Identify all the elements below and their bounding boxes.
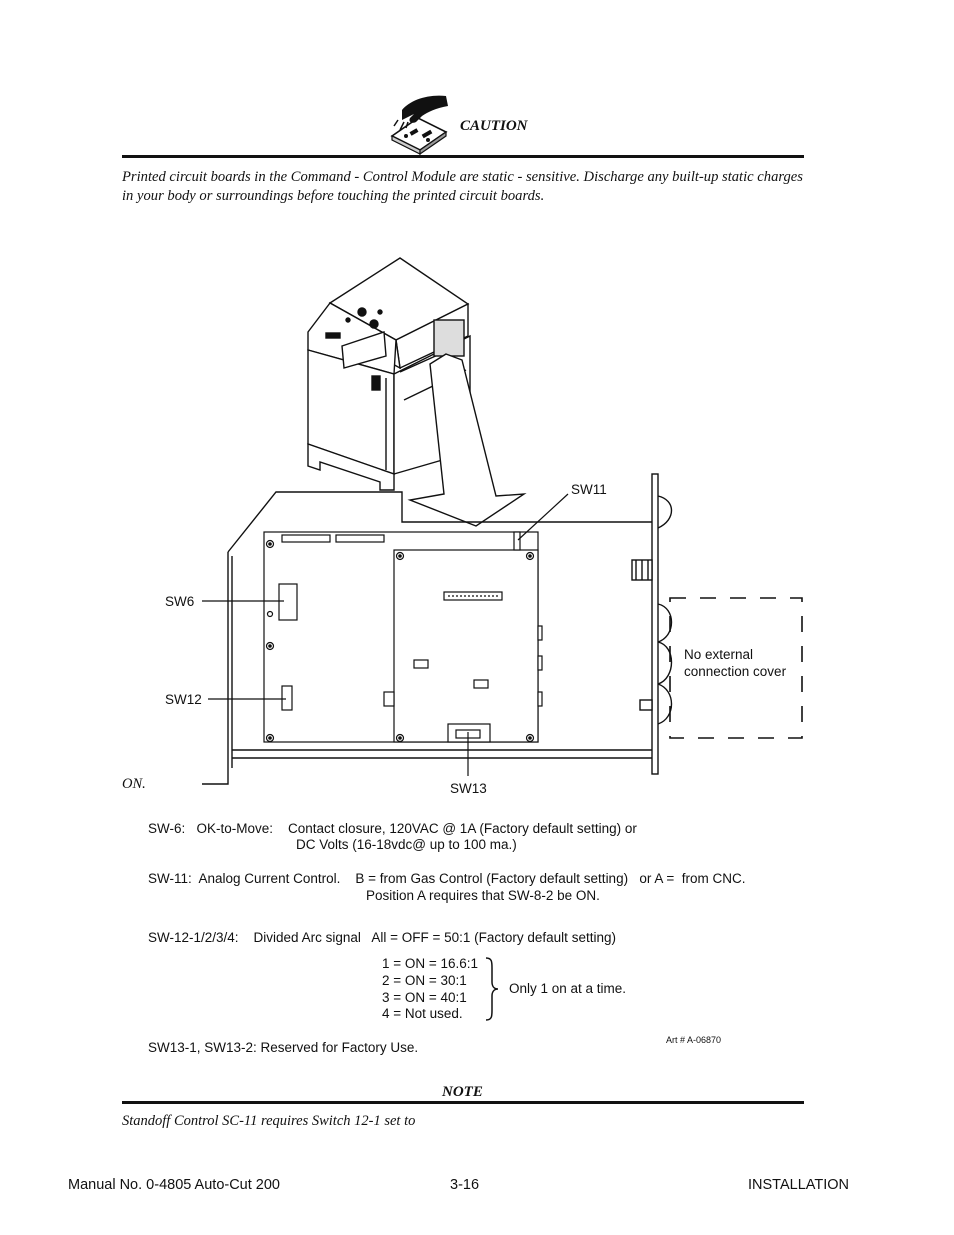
static-sensitive-hand-icon bbox=[388, 92, 454, 156]
sw12-option-2: 2 = ON = 30:1 bbox=[382, 973, 467, 988]
note-rule bbox=[122, 1101, 804, 1104]
sw11-note-line1: SW-11: Analog Current Control. B = from … bbox=[148, 871, 746, 886]
sw12-note-line1: SW-12-1/2/3/4: Divided Arc signal All = … bbox=[148, 930, 616, 945]
note-label: NOTE bbox=[442, 1084, 483, 1100]
main-circuit-board bbox=[263, 531, 543, 743]
no-external-cover-outline bbox=[669, 597, 803, 739]
note-text: Standoff Control SC-11 requires Switch 1… bbox=[122, 1113, 416, 1129]
zoom-arrow bbox=[407, 353, 527, 527]
sw6-note-line1: SW-6: OK-to-Move: Contact closure, 120VA… bbox=[148, 821, 637, 836]
cover-label-line2: connection cover bbox=[684, 664, 787, 679]
sw6-label: SW6 bbox=[165, 594, 195, 609]
sw12-option-1: 1 = ON = 16.6:1 bbox=[382, 956, 479, 971]
cover-label-line1: No external bbox=[684, 647, 754, 662]
art-number: Art # A-06870 bbox=[666, 1035, 722, 1045]
sw12-option-4: 4 = Not used. bbox=[382, 1006, 463, 1021]
callout-leaders bbox=[202, 493, 569, 776]
sw6-note-line2: DC Volts (16-18vdc@ up to 100 ma.) bbox=[296, 837, 517, 852]
sw13-note: SW13-1, SW13-2: Reserved for Factory Use… bbox=[148, 1040, 419, 1055]
sw12-brace-note: Only 1 on at a time. bbox=[509, 981, 627, 996]
caution-text: Printed circuit boards in the Command - … bbox=[122, 169, 803, 204]
footer-page-number: 3-16 bbox=[450, 1177, 480, 1193]
control-panel-chassis bbox=[202, 473, 673, 785]
sw12-option-3: 3 = ON = 40:1 bbox=[382, 990, 467, 1005]
footer-manual-number: Manual No. 0-4805 Auto-Cut 200 bbox=[68, 1177, 280, 1193]
sw11-label: SW11 bbox=[571, 482, 607, 497]
sw12-label: SW12 bbox=[165, 692, 202, 707]
caution-rule bbox=[122, 155, 804, 158]
sw13-label: SW13 bbox=[450, 781, 487, 796]
footer-section: INSTALLATION bbox=[748, 1177, 849, 1193]
caution-label: CAUTION bbox=[460, 118, 528, 134]
curly-brace-icon bbox=[485, 957, 499, 1021]
sw11-note-line2: Position A requires that SW-8-2 be ON. bbox=[366, 888, 600, 903]
stray-on-text: ON. bbox=[122, 776, 146, 792]
switch-location-figure bbox=[202, 257, 803, 785]
